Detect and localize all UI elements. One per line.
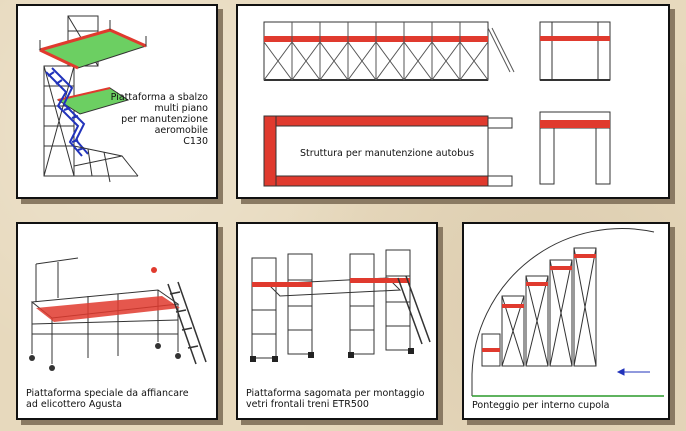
helicopter-platform-caption: Piattaforma speciale da affiancare ad el… <box>26 388 189 410</box>
helicopter-platform-drawing <box>29 257 207 371</box>
panel-helicopter-platform[interactable]: Piattaforma speciale da affiancare ad el… <box>16 222 218 420</box>
panel-etr500-platform[interactable]: Piattaforma sagomata per montaggio vetri… <box>236 222 438 420</box>
panel-dome-scaffold[interactable]: Ponteggio per interno cupola <box>462 222 670 420</box>
bus-maintenance-caption: Struttura per manutenzione autobus <box>300 148 475 159</box>
etr500-platform-drawing <box>250 249 431 362</box>
c130-platform-drawing <box>38 15 148 183</box>
panel-c130-platform[interactable]: Piattaforma a sbalzo multi piano per man… <box>16 4 218 199</box>
bus-maintenance-drawing <box>263 21 611 187</box>
dome-scaffold-drawing <box>471 228 664 397</box>
c130-platform-caption: Piattaforma a sbalzo multi piano per man… <box>110 92 208 147</box>
dome-scaffold-caption: Ponteggio per interno cupola <box>472 400 610 411</box>
panel-bus-maintenance[interactable]: Struttura per manutenzione autobus <box>236 4 670 199</box>
etr500-platform-caption: Piattaforma sagomata per montaggio vetri… <box>246 388 425 410</box>
